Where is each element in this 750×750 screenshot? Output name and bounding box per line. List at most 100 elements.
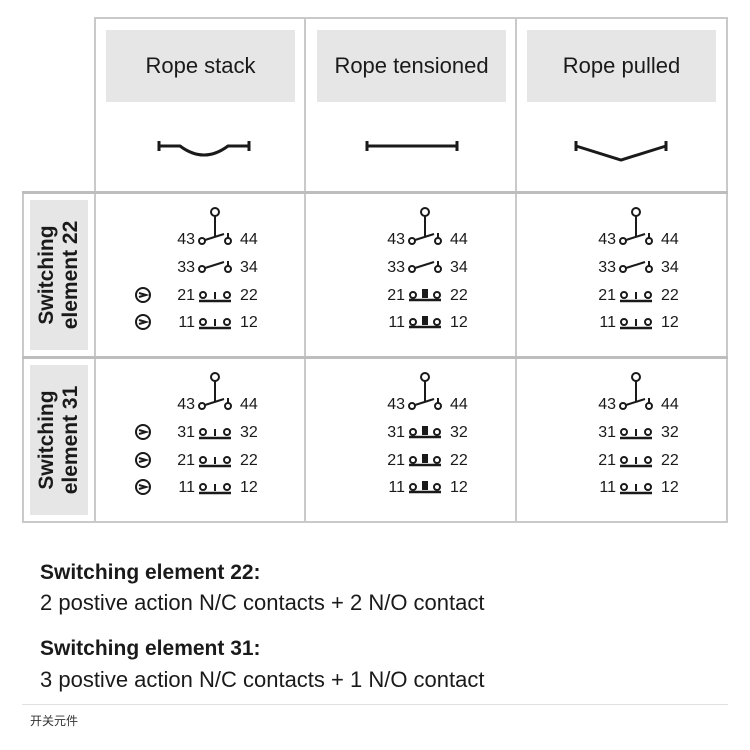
positive-opening-icon bbox=[135, 452, 151, 468]
contact-symbol bbox=[199, 483, 231, 495]
contact-symbol bbox=[408, 261, 442, 273]
contact-symbol bbox=[409, 481, 441, 494]
grid-line bbox=[22, 521, 728, 523]
rope-stack-icon bbox=[157, 141, 251, 157]
terminal-number-right: 44 bbox=[450, 396, 468, 413]
contact-symbol bbox=[199, 456, 231, 468]
terminal-number-right: 44 bbox=[661, 396, 679, 413]
contact-diagram bbox=[408, 207, 442, 329]
description-text-element-31: 3 postive action N/C contacts + 1 N/O co… bbox=[40, 667, 485, 692]
grid-line bbox=[22, 356, 728, 359]
terminal-number-left: 21 bbox=[177, 452, 195, 469]
actuator-icon bbox=[210, 372, 220, 382]
terminal-number-right: 12 bbox=[450, 314, 468, 331]
description-title-element-31: Switching element 31: bbox=[40, 637, 261, 660]
grid-line bbox=[22, 191, 728, 194]
contact-symbol bbox=[620, 483, 652, 495]
terminal-number-right: 32 bbox=[450, 424, 468, 441]
contact-symbol bbox=[619, 261, 653, 273]
terminal-number-left: 31 bbox=[387, 424, 405, 441]
column-header-rope-pulled: Rope pulled bbox=[527, 30, 716, 102]
contact-diagram bbox=[619, 207, 653, 330]
contact-symbol bbox=[198, 261, 232, 273]
terminal-number-right: 44 bbox=[661, 231, 679, 248]
terminal-number-left: 33 bbox=[387, 259, 405, 276]
actuator-icon bbox=[420, 207, 430, 217]
rope-pulled-icon bbox=[574, 141, 668, 162]
row-label-line: Switching bbox=[35, 390, 58, 490]
contact-symbol bbox=[620, 291, 652, 303]
grid-line bbox=[94, 17, 728, 19]
footer-divider bbox=[22, 704, 728, 705]
contact-diagram bbox=[135, 207, 232, 330]
terminal-number-left: 43 bbox=[598, 231, 616, 248]
contact-diagram bbox=[135, 372, 232, 495]
grid-line bbox=[94, 18, 96, 523]
grid-line bbox=[515, 18, 517, 523]
positive-opening-icon bbox=[135, 424, 151, 440]
contact-symbol bbox=[619, 398, 653, 410]
contact-symbol bbox=[409, 454, 441, 467]
terminal-number-left: 43 bbox=[387, 231, 405, 248]
terminal-number-left: 11 bbox=[599, 314, 616, 331]
terminal-number-left: 33 bbox=[598, 259, 616, 276]
description-text-element-22: 2 postive action N/C contacts + 2 N/O co… bbox=[40, 590, 485, 615]
caption: 开关元件 bbox=[30, 714, 79, 728]
grid-line bbox=[726, 18, 728, 523]
terminal-number-right: 22 bbox=[240, 452, 258, 469]
contact-cell: 43 44 31 32 21 22 11 12 bbox=[305, 358, 515, 523]
terminal-number-left: 43 bbox=[177, 231, 195, 248]
terminal-number-right: 34 bbox=[661, 259, 679, 276]
terminal-number-left: 31 bbox=[177, 424, 195, 441]
contact-diagram bbox=[408, 372, 442, 494]
actuator-icon bbox=[631, 372, 641, 382]
terminal-number-right: 12 bbox=[661, 314, 679, 331]
positive-opening-icon bbox=[135, 287, 151, 303]
terminal-number-right: 32 bbox=[661, 424, 679, 441]
contact-symbol bbox=[409, 289, 441, 302]
row-label-line: Switching bbox=[35, 225, 58, 325]
terminal-number-left: 11 bbox=[178, 479, 195, 496]
actuator-icon bbox=[631, 207, 641, 217]
terminal-number-right: 12 bbox=[661, 479, 679, 496]
actuator-icon bbox=[210, 207, 220, 217]
terminal-number-right: 34 bbox=[240, 259, 258, 276]
terminal-number-left: 11 bbox=[178, 314, 195, 331]
terminal-number-right: 22 bbox=[450, 452, 468, 469]
terminal-number-left: 11 bbox=[599, 479, 616, 496]
terminal-number-left: 33 bbox=[177, 259, 195, 276]
contact-symbol bbox=[198, 398, 232, 410]
contact-symbol bbox=[408, 233, 442, 245]
contact-symbol bbox=[620, 318, 652, 330]
terminal-number-left: 11 bbox=[388, 479, 405, 496]
terminal-number-left: 11 bbox=[388, 314, 405, 331]
contact-symbol bbox=[620, 428, 652, 440]
terminal-number-left: 21 bbox=[387, 452, 405, 469]
contact-symbol bbox=[409, 316, 441, 329]
contact-symbol bbox=[409, 426, 441, 439]
terminal-number-right: 32 bbox=[240, 424, 258, 441]
terminal-number-right: 44 bbox=[240, 396, 258, 413]
grid-line bbox=[304, 18, 306, 523]
positive-opening-icon bbox=[135, 479, 151, 495]
positive-opening-icon bbox=[135, 314, 151, 330]
row-label-line: element 31 bbox=[59, 385, 82, 495]
contact-symbol bbox=[199, 318, 231, 330]
terminal-number-right: 12 bbox=[240, 479, 258, 496]
terminal-number-right: 12 bbox=[450, 479, 468, 496]
terminal-number-right: 12 bbox=[240, 314, 258, 331]
contact-symbol bbox=[620, 456, 652, 468]
terminal-number-left: 21 bbox=[598, 452, 616, 469]
column-header-rope-stack: Rope stack bbox=[106, 30, 295, 102]
terminal-number-right: 22 bbox=[661, 287, 679, 304]
terminal-number-right: 22 bbox=[450, 287, 468, 304]
terminal-number-right: 34 bbox=[450, 259, 468, 276]
switching-diagram-table: Rope stack Rope tensioned Rope pulled Sw… bbox=[22, 17, 728, 523]
terminal-number-left: 43 bbox=[387, 396, 405, 413]
description-title-element-22: Switching element 22: bbox=[40, 561, 261, 584]
